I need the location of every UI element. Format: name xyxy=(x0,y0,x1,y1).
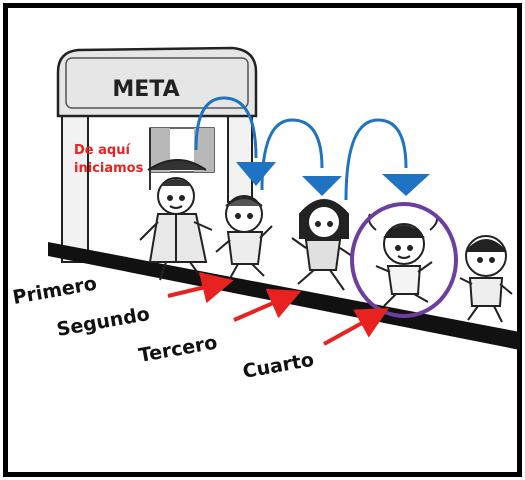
arch-right-post xyxy=(227,111,253,203)
meta-sign: META xyxy=(112,77,179,102)
pointer-arrow-third xyxy=(233,288,302,322)
jump-arrow-3 xyxy=(344,118,408,201)
jump-arrow-1 xyxy=(194,96,258,159)
pointer-arrows xyxy=(167,272,390,346)
highlight-circle xyxy=(350,202,458,318)
arch-left-post xyxy=(61,111,89,263)
arch-banner xyxy=(56,46,258,118)
runner-second xyxy=(215,195,273,283)
pointer-arrow-second xyxy=(167,272,234,304)
label-third: Tercero xyxy=(137,331,219,366)
start-note-line1: De aquí xyxy=(74,143,131,158)
runner-third xyxy=(291,199,353,291)
track xyxy=(48,242,520,350)
jump-arrows xyxy=(194,96,430,201)
label-fourth: Cuarto xyxy=(241,349,316,383)
label-second: Segundo xyxy=(55,303,151,341)
pointer-arrow-fourth xyxy=(323,308,390,346)
runner-fourth xyxy=(367,213,439,307)
runner-fifth xyxy=(459,235,513,323)
label-first: Primero xyxy=(11,273,98,309)
runner-first xyxy=(139,159,213,281)
start-note-line2: iniciamos xyxy=(74,161,144,176)
jump-arrow-2 xyxy=(260,118,324,191)
